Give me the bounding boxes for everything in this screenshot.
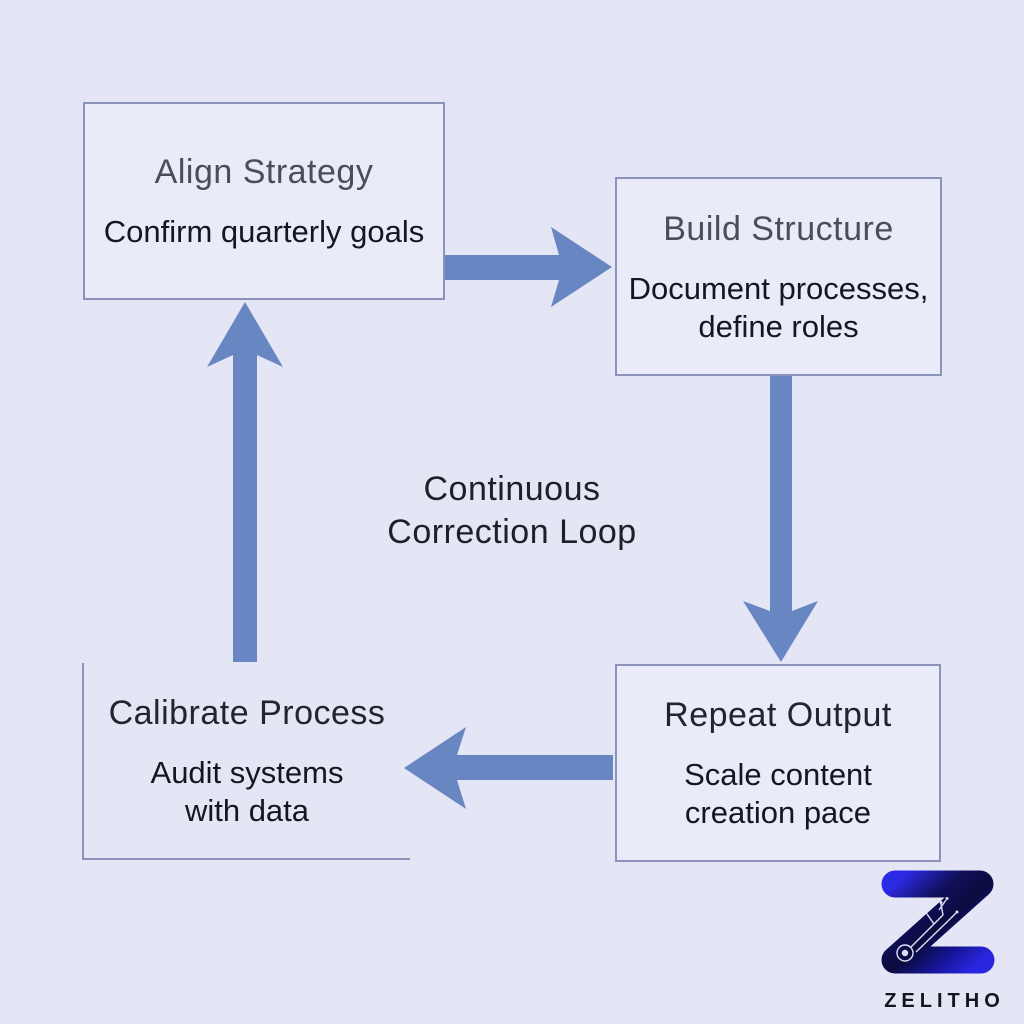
circuit-traces	[896, 897, 959, 962]
subtitle-line: Scale content	[684, 757, 872, 792]
node-build-structure: Build Structure Document processes, defi…	[615, 177, 942, 376]
node-title: Build Structure	[663, 209, 894, 248]
center-label-line: Continuous	[423, 470, 601, 508]
node-subtitle: Document processes, define roles	[629, 270, 929, 346]
center-label: Continuous Correction Loop	[312, 468, 712, 554]
node-repeat-output: Repeat Output Scale content creation pac…	[615, 664, 941, 862]
node-align-strategy: Align Strategy Confirm quarterly goals	[83, 102, 445, 300]
zelitho-logo: ZELITHO	[868, 860, 1016, 1013]
logo-wordmark: ZELITHO	[884, 990, 1005, 1012]
node-subtitle: Audit systems with data	[151, 754, 344, 830]
subtitle-line: Audit systems	[150, 754, 344, 790]
arrow-right-icon	[445, 227, 612, 307]
arrow-up-icon	[207, 302, 283, 662]
center-label-line: Correction Loop	[387, 513, 637, 551]
node-calibrate-process: Calibrate Process Audit systems with dat…	[82, 663, 410, 860]
node-title: Calibrate Process	[108, 693, 386, 732]
node-subtitle: Scale content creation pace	[684, 756, 872, 832]
arrow-down-icon	[743, 374, 818, 662]
subtitle-line: with data	[184, 792, 310, 828]
arrow-left-icon	[404, 727, 613, 809]
subtitle-line: define roles	[698, 308, 859, 344]
node-subtitle: Confirm quarterly goals	[104, 213, 424, 251]
z-logo-icon	[881, 870, 995, 974]
subtitle-line: Confirm quarterly goals	[103, 214, 425, 249]
node-title: Align Strategy	[154, 153, 374, 191]
subtitle-line: creation pace	[684, 795, 872, 830]
node-title: Repeat Output	[664, 696, 892, 734]
subtitle-line: Document processes,	[628, 270, 929, 306]
